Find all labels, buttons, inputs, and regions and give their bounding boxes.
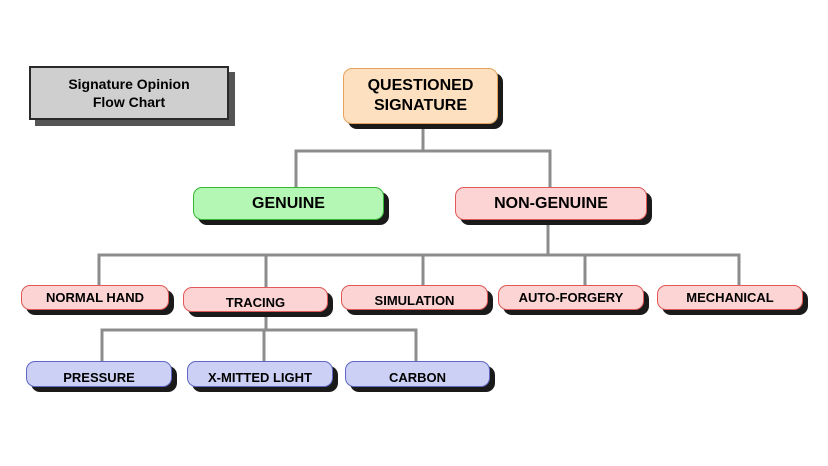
chart-title-line-2: Flow Chart: [92, 94, 166, 110]
node-questioned-line-2: SIGNATURE: [373, 97, 468, 114]
node-mechanical: MECHANICAL: [657, 285, 803, 310]
node-pressure: PRESSURE: [26, 361, 172, 387]
node-simulation: SIMULATION: [341, 285, 488, 310]
chart-title-box: Signature Opinion Flow Chart: [29, 66, 229, 120]
node-non-genuine: NON-GENUINE: [455, 187, 647, 220]
node-carbon: CARBON: [345, 361, 490, 387]
node-normal-hand: NORMAL HAND: [21, 285, 169, 310]
node-tracing: TRACING: [183, 287, 328, 312]
node-x-mitted-light: X-MITTED LIGHT: [187, 361, 333, 387]
node-auto-forgery: AUTO-FORGERY: [498, 285, 644, 310]
node-questioned-line-1: QUESTIONED: [367, 77, 474, 94]
node-questioned-signature: QUESTIONED SIGNATURE: [343, 68, 498, 124]
chart-title-line-1: Signature Opinion: [68, 76, 190, 92]
node-genuine: GENUINE: [193, 187, 384, 220]
